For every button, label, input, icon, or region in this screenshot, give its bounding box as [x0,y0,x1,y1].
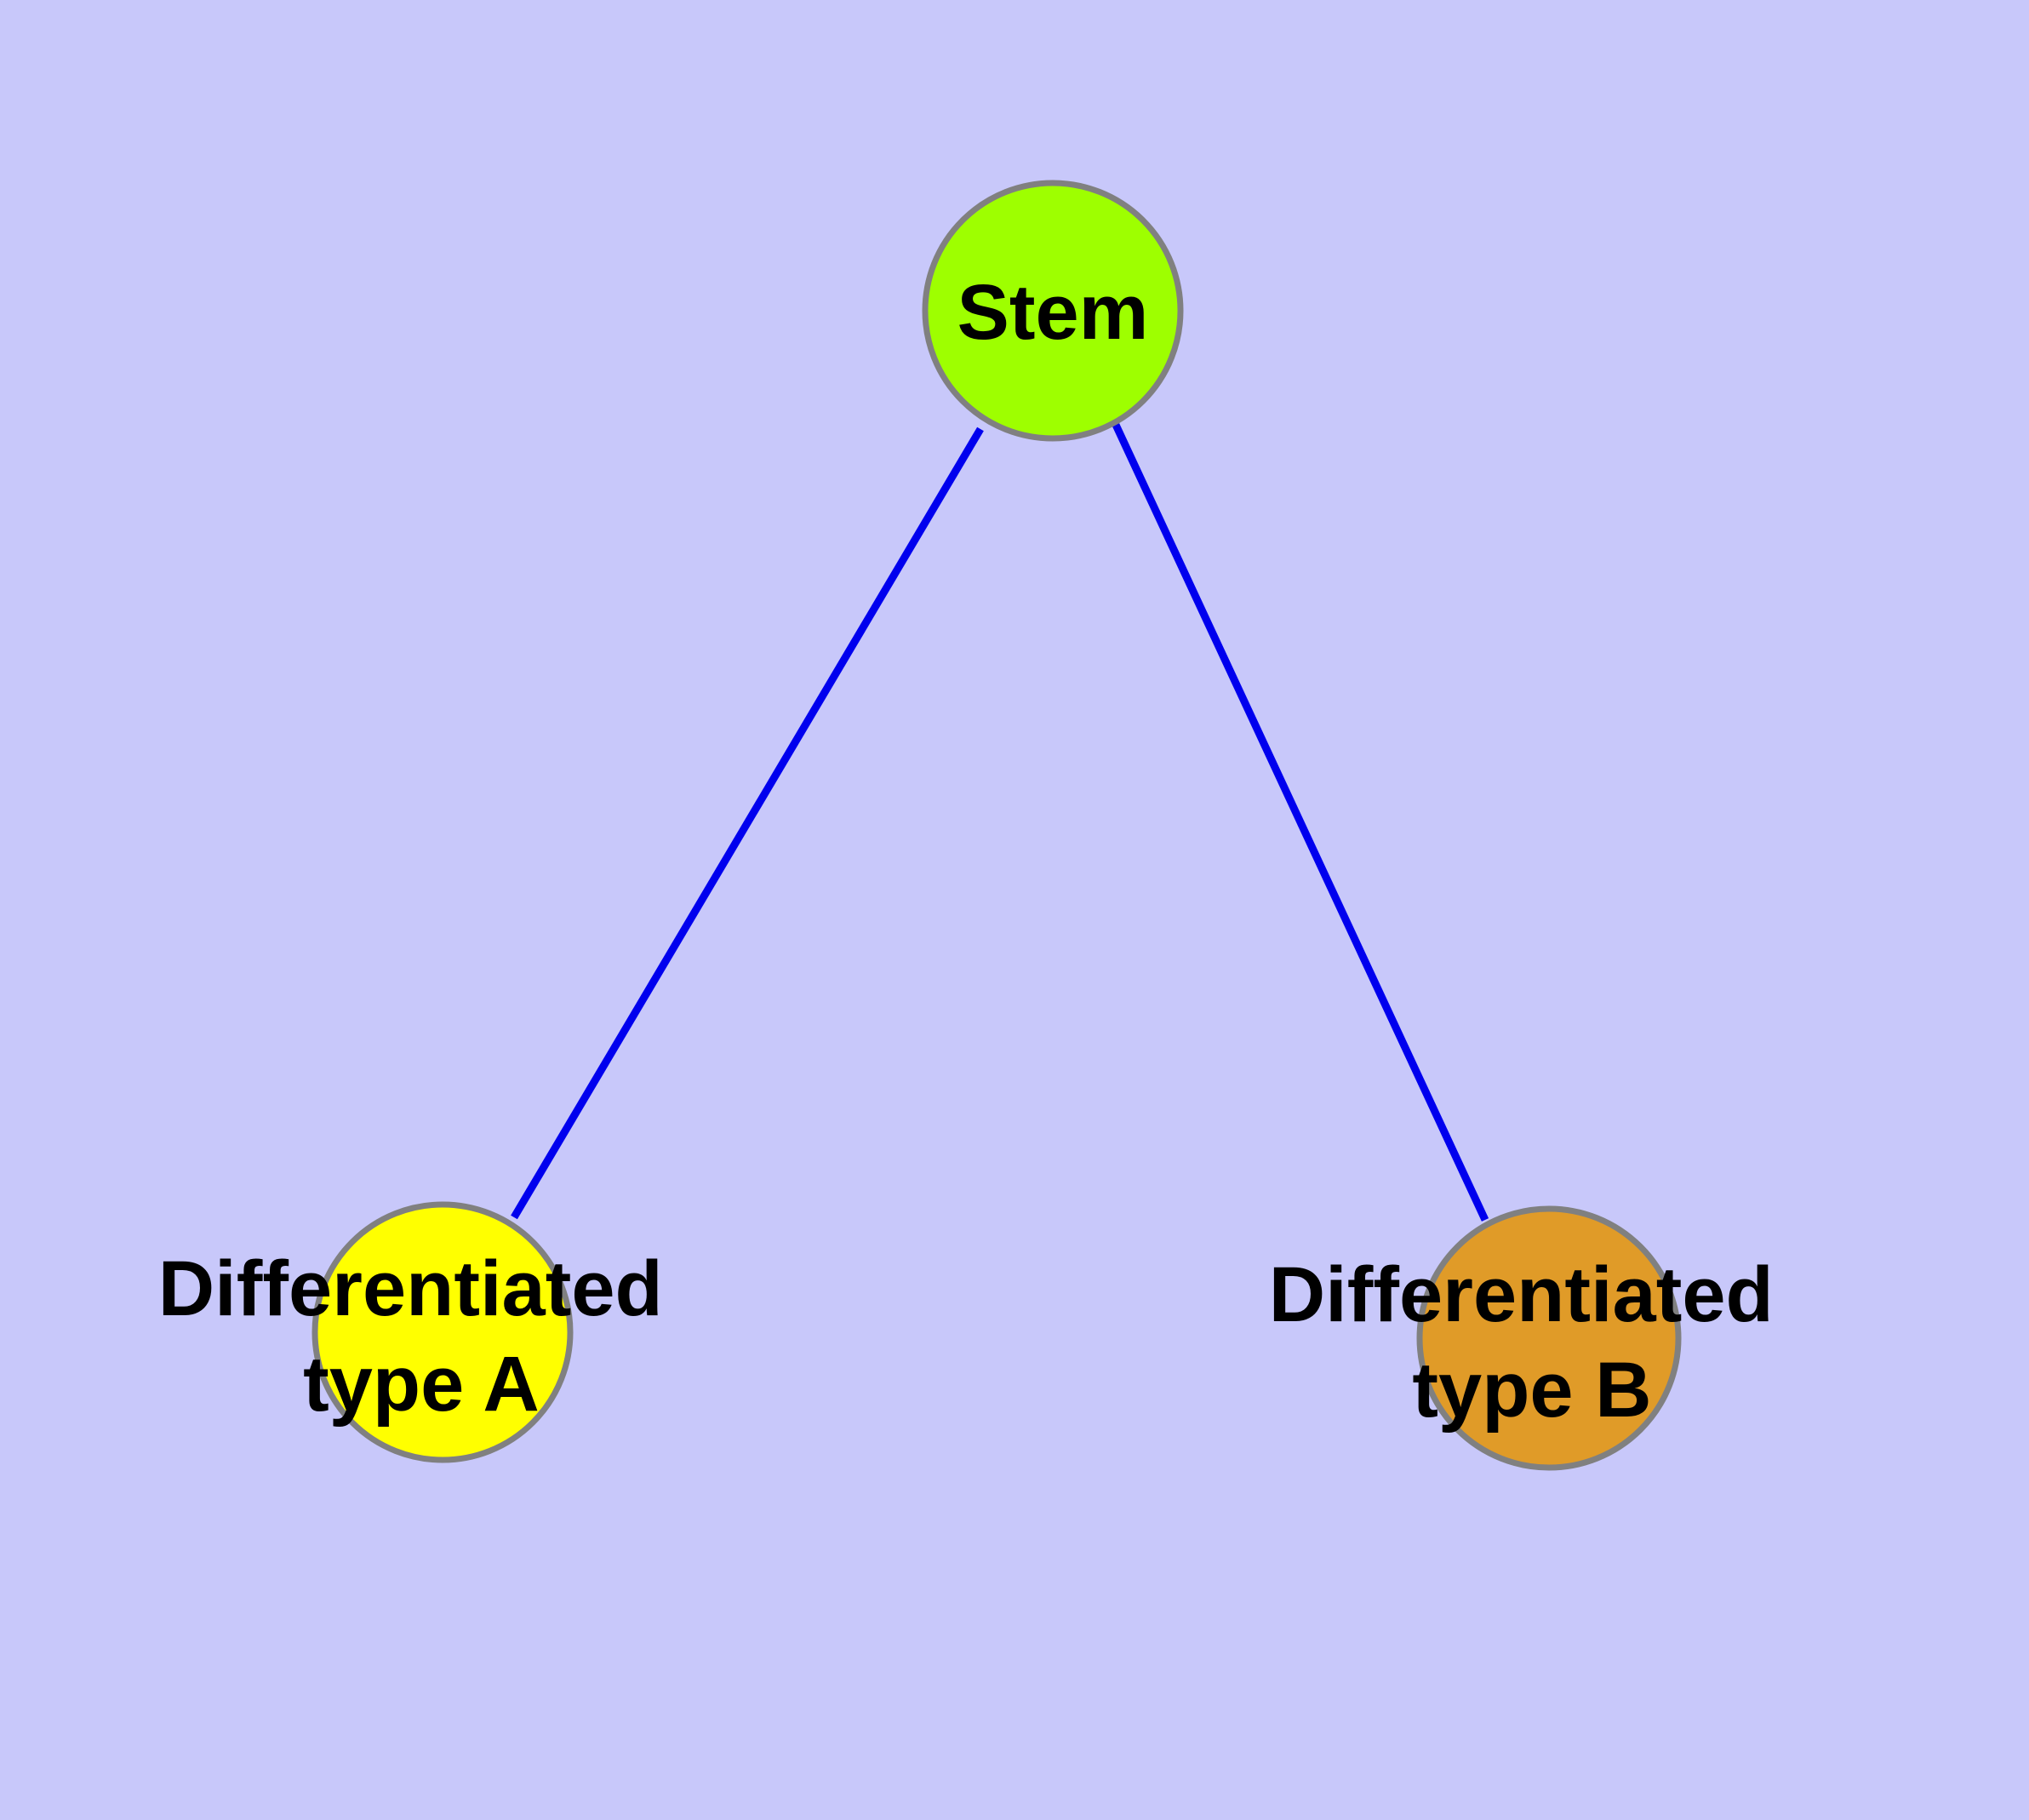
node-layer [311,180,1682,1471]
edge-stem-to-differentiated-type-b[interactable] [1112,423,1489,1222]
edge-stem-to-differentiated-type-a[interactable] [511,426,984,1220]
node-differentiated-type-b-label-line-2: type B [1412,1347,1651,1434]
node-stem-label: Stem [957,269,1149,356]
node-stem[interactable] [922,180,1184,442]
node-differentiated-type-a-label-line-2: type A [303,1341,540,1428]
node-differentiated-type-b[interactable] [1416,1205,1682,1471]
node-differentiated-type-a[interactable] [311,1201,574,1463]
node-differentiated-type-a-circle[interactable] [311,1201,574,1463]
node-differentiated-type-a-label: Differentiated type A [158,1245,685,1428]
node-differentiated-type-b-label-line-1: Differentiated [1269,1251,1774,1338]
node-differentiated-type-b-circle[interactable] [1416,1205,1682,1471]
node-stem-circle[interactable] [922,180,1184,442]
node-differentiated-type-b-label: Differentiated type B [1269,1251,1796,1434]
edge-layer [511,423,1489,1222]
node-stem-label-line-1: Stem [957,269,1149,356]
label-layer: Stem Differentiated type A Differentiate… [158,269,1796,1434]
node-differentiated-type-a-label-line-1: Differentiated [158,1245,663,1332]
